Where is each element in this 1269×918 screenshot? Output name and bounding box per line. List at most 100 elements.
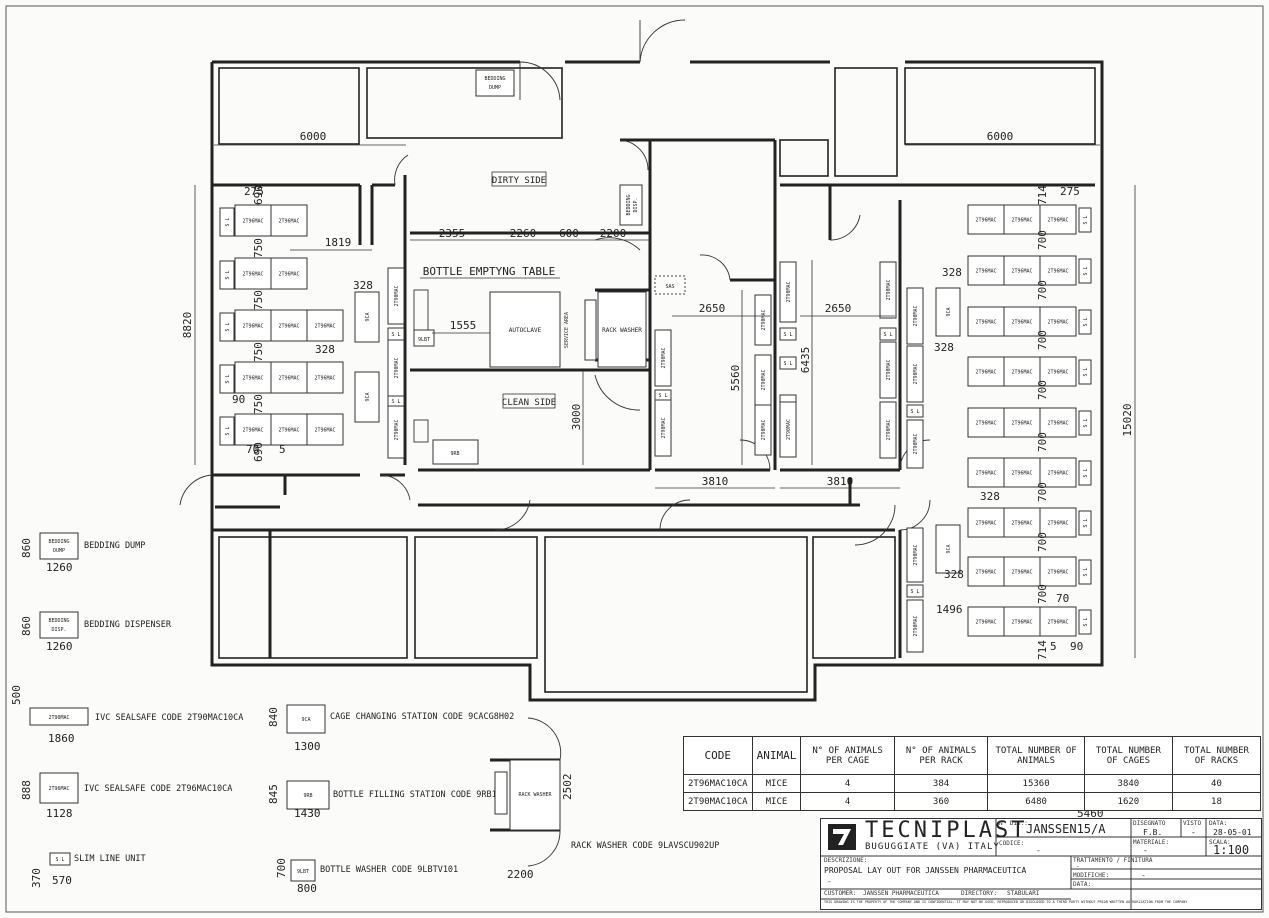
rack-2t90 [906,287,924,345]
th-per-rack: N° OF ANIMALS PER RACK [893,736,989,775]
svg-text:BEDDING: BEDDING [48,539,69,545]
slim-line-unit-label: S L [1083,266,1089,275]
slim-line-unit [219,416,235,446]
svg-text:3810: 3810 [702,475,729,488]
rack-2t96 [270,309,308,342]
drawing-date: 28-05-01 [1213,828,1252,837]
customer-name: JANSSEN PHARMACEUTICA [863,890,939,897]
autoclave: AUTOCLAVE [489,291,561,368]
rack-2t96 [1039,457,1077,488]
svg-text:RACK WASHER: RACK WASHER [602,327,642,334]
rack-2t96 [1003,457,1041,488]
rack-2t96 [967,606,1005,637]
rack-2t90-label: 2T90MAC [913,363,919,384]
rack-2t96 [234,309,272,342]
svg-text:2502: 2502 [561,774,574,801]
slim-line-unit-label: S L [1083,367,1089,376]
racks-layer: S L 2T96MAC 2T96MAC S L 2T96MAC 2T96MAC S L 2T9… [219,204,1092,653]
rack-2t96-label: 2T96MAC [975,421,996,427]
rack-2t96 [234,361,272,394]
drawing-number: JANSSEN15/A [1026,822,1106,836]
rack-2t90-label: 2T90MAC [394,357,400,378]
svg-text:3000: 3000 [570,404,583,431]
svg-text:1555: 1555 [450,319,477,332]
rack-2t96-label: 2T96MAC [1047,218,1068,224]
rack-2t96-label: 2T96MAC [975,471,996,477]
dim-1819: 1819 [325,236,352,249]
svg-text:690: 690 [252,442,265,462]
slim-line-unit [1078,510,1092,536]
legend-ivc-2t96: IVC SEALSAFE CODE 2T96MAC10CA [84,784,232,794]
th-total-animals: TOTAL NUMBER OF ANIMALS [987,736,1085,775]
rack-2t96-label: 2T96MAC [314,376,335,382]
rack-2t90 [879,341,897,399]
svg-text:2650: 2650 [825,302,852,315]
svg-text:70: 70 [246,443,259,456]
rack-2t90-label: 2T90MAC [886,359,892,380]
svg-text:700: 700 [1036,432,1049,452]
slim-line-unit [219,364,235,394]
rack-2t90-label: 2T90MAC [761,419,767,440]
rack-2t96-label: 2T96MAC [242,272,263,278]
rack-2t96-label: 2T96MAC [1047,421,1068,427]
rack-2t96 [1003,204,1041,235]
svg-text:9LBT: 9LBT [418,337,430,343]
slim-line-unit-label: S L [225,217,231,226]
cage-changing-station-label: 9CA [946,544,952,553]
rack-2t96 [967,407,1005,438]
slim-line-unit-label: S L [910,409,919,415]
slim-line-unit-label: S L [225,270,231,279]
svg-text:860: 860 [20,616,33,636]
slim-line-unit-label: S L [1083,215,1089,224]
svg-text:DISP.: DISP. [51,627,66,633]
rack-2t96-label: 2T96MAC [1011,570,1032,576]
svg-text:3810: 3810 [827,475,854,488]
svg-text:700: 700 [1036,280,1049,300]
bedding-dump-label-2: DUMP [489,85,501,91]
slim-line-unit-label: S L [391,399,400,405]
svg-text:5: 5 [279,443,286,456]
cage-changing-station [354,291,380,343]
cage-changing-station-label: 9CA [365,392,371,401]
rack-2t96 [967,556,1005,587]
svg-text:70: 70 [1056,592,1069,605]
slim-line-unit-label: S L [1083,617,1089,626]
slim-line-unit [1078,460,1092,486]
svg-text:SAS: SAS [665,284,674,290]
cage-changing-station [935,524,961,574]
rack-2t96-label: 2T96MAC [975,521,996,527]
svg-text:328: 328 [942,266,962,279]
slim-line-unit [1078,359,1092,385]
drawing-scale: 1:100 [1213,843,1250,857]
rack-2t96 [306,361,344,394]
rack-2t96-label: 2T96MAC [242,324,263,330]
svg-text:2200: 2200 [600,227,627,240]
svg-text:700: 700 [275,858,288,878]
slim-line-unit-label: S L [1083,567,1089,576]
rack-2t90 [879,401,897,459]
bedding-disp-label-2: DISP. [633,197,639,212]
rack-2t96 [234,257,272,290]
animal-summary-table: CODE ANIMAL N° OF ANIMALS PER CAGE N° OF… [683,736,1262,811]
svg-text:570: 570 [52,874,72,887]
dim-8820: 8820 [181,312,194,339]
rack-2t96-label: 2T96MAC [1011,269,1032,275]
svg-text:600: 600 [559,227,579,240]
dim-6000-right: 6000 [987,130,1014,143]
slim-line-unit-label: S L [391,332,400,338]
svg-text:700: 700 [1036,532,1049,552]
svg-text:1128: 1128 [46,807,73,820]
rack-2t96 [967,306,1005,337]
outer-walls [210,60,1104,702]
rack-2t96-label: 2T96MAC [278,272,299,278]
svg-text:5560: 5560 [729,365,742,392]
rack-2t96-label: 2T96MAC [278,376,299,382]
rack-2t96-label: 2T96MAC [1011,421,1032,427]
rack-2t90 [906,527,924,583]
rack-2t96-label: 2T96MAC [242,428,263,434]
svg-text:750: 750 [252,290,265,310]
slim-line-unit [906,584,924,598]
rack-2t90-label: 2T90MAC [913,305,919,326]
svg-text:750: 750 [252,342,265,362]
